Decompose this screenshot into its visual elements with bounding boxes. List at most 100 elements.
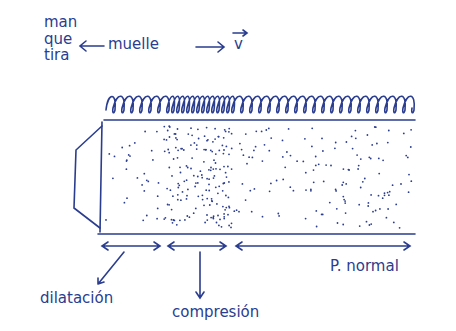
- particle: [335, 189, 337, 191]
- particle: [193, 212, 195, 214]
- particle: [352, 148, 354, 150]
- particle: [305, 218, 307, 220]
- span-arrow: [102, 242, 160, 250]
- particle: [151, 150, 153, 152]
- particle: [305, 189, 307, 191]
- particle: [200, 170, 202, 172]
- particle: [169, 126, 171, 128]
- particle: [286, 151, 288, 153]
- particle: [223, 153, 225, 155]
- particle: [368, 202, 370, 204]
- particle: [178, 184, 180, 186]
- particle: [268, 150, 270, 152]
- particle: [212, 168, 214, 170]
- particle: [304, 138, 306, 140]
- particle: [210, 149, 212, 151]
- particle: [205, 149, 207, 151]
- particle: [313, 181, 315, 183]
- particle: [201, 177, 203, 179]
- particle: [239, 143, 241, 145]
- particle: [190, 127, 192, 129]
- particle: [270, 137, 272, 139]
- particle: [262, 216, 264, 218]
- particle: [204, 222, 206, 224]
- particle: [206, 219, 208, 221]
- particle: [323, 181, 325, 183]
- particle: [203, 149, 205, 151]
- particle: [325, 164, 327, 166]
- particle: [231, 168, 233, 170]
- particle: [195, 208, 197, 210]
- tube-wall: [98, 120, 415, 234]
- particle: [344, 202, 346, 204]
- particle: [210, 217, 212, 219]
- particle: [177, 187, 179, 189]
- particle: [152, 159, 154, 161]
- particle: [168, 125, 170, 127]
- particle: [228, 181, 230, 183]
- particle: [176, 139, 178, 141]
- particle: [180, 172, 182, 174]
- particle: [336, 208, 338, 210]
- particle: [146, 215, 148, 217]
- particle: [182, 191, 184, 193]
- particle: [230, 227, 232, 229]
- particle: [408, 174, 410, 176]
- compression-label: compresión: [172, 304, 259, 321]
- particle: [305, 172, 307, 174]
- particle: [213, 159, 215, 161]
- particle: [321, 214, 323, 216]
- particle: [177, 128, 179, 130]
- particle: [311, 146, 313, 148]
- particle: [315, 165, 317, 167]
- particle: [210, 167, 212, 169]
- particle: [384, 194, 386, 196]
- particle: [313, 169, 315, 171]
- particle: [241, 149, 243, 151]
- particle: [171, 209, 173, 211]
- particle: [378, 158, 380, 160]
- particle: [345, 212, 347, 214]
- particle: [205, 189, 207, 191]
- particle: [245, 199, 247, 201]
- particle: [187, 167, 189, 169]
- particle: [219, 219, 221, 221]
- span-arrow: [168, 242, 226, 250]
- particle: [177, 183, 179, 185]
- particle: [246, 163, 248, 165]
- particle: [201, 174, 203, 176]
- particle: [173, 219, 175, 221]
- particle: [195, 182, 197, 184]
- leader-line: [98, 252, 124, 284]
- particle: [255, 146, 257, 148]
- particle: [218, 136, 220, 138]
- particle: [214, 138, 216, 140]
- particle: [187, 189, 189, 191]
- particle: [207, 139, 209, 141]
- particle: [177, 157, 179, 159]
- particle: [372, 211, 374, 213]
- particle: [183, 180, 185, 182]
- particle: [225, 131, 227, 133]
- particle: [186, 195, 188, 197]
- particle: [187, 133, 189, 135]
- particle: [315, 156, 317, 158]
- particle: [184, 219, 186, 221]
- particle: [355, 137, 357, 139]
- particle: [143, 173, 145, 175]
- particle: [270, 183, 272, 185]
- particle: [222, 190, 224, 192]
- particle: [369, 224, 371, 226]
- particle: [387, 192, 389, 194]
- particle: [223, 137, 225, 139]
- particle: [233, 210, 235, 212]
- particle: [276, 180, 278, 182]
- particle: [222, 183, 224, 185]
- particle: [179, 166, 181, 168]
- particle: [375, 126, 377, 128]
- particle: [177, 194, 179, 196]
- particle: [302, 161, 304, 163]
- particle: [375, 210, 377, 212]
- particle: [217, 192, 219, 194]
- particle: [128, 154, 130, 156]
